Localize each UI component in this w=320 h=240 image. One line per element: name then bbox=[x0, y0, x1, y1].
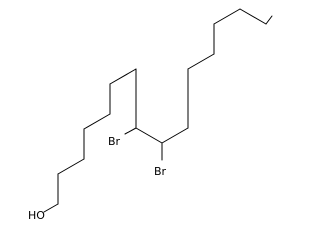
skeletal-structure-diagram: HO Br Br bbox=[28, 8, 273, 222]
bond-c6-c7 bbox=[109, 68, 137, 85]
bond-c13-c14 bbox=[187, 53, 215, 70]
bond-c17-c18 bbox=[265, 15, 273, 25]
bond-c15-c16 bbox=[213, 8, 241, 25]
bond-c9-c10 bbox=[135, 127, 163, 144]
bond-c10-c11 bbox=[161, 127, 189, 144]
bond-c9-br bbox=[124, 127, 137, 135]
bromine-label-upper: Br bbox=[108, 135, 121, 148]
bond-c16-c17 bbox=[239, 8, 267, 25]
atom-labels: HO Br Br bbox=[28, 135, 167, 222]
bromine-label-lower: Br bbox=[154, 165, 167, 178]
hydroxyl-label: HO bbox=[28, 209, 45, 222]
bond-c2-c3 bbox=[57, 158, 85, 175]
bond-c4-c5 bbox=[83, 113, 111, 130]
bond-o-c1 bbox=[43, 203, 59, 213]
carbon-skeleton bbox=[43, 8, 273, 213]
